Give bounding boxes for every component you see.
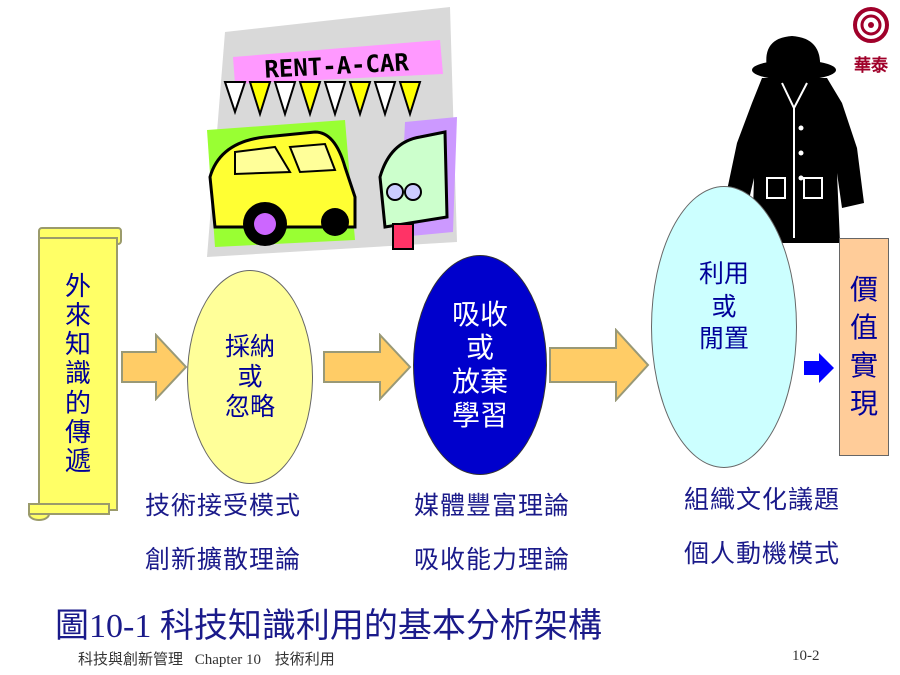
source-char: 知 [64, 330, 91, 361]
result-char: 實 [849, 349, 878, 382]
result-char: 值 [849, 311, 878, 345]
footer-topic: 技術利用 [274, 652, 335, 668]
stage3-line: 或 [711, 291, 737, 321]
stage2-oval: 吸收 或 放棄 學習 [413, 255, 547, 475]
stage1-line: 或 [237, 362, 263, 391]
figure-caption: 圖10-1 科技知識利用的基本分析架構 [55, 598, 602, 647]
flow-arrow-2 [323, 333, 412, 401]
stage2-line: 學習 [451, 398, 508, 432]
footer-chapter: Chapter 10 [194, 652, 261, 668]
flow-arrow-3 [549, 328, 650, 402]
raincoat-clipart [725, 36, 864, 243]
figure-caption-prefix: 圖10-1 [55, 608, 160, 645]
logo: 華泰 [846, 5, 896, 76]
stage1-oval: 採納 或 忽略 [187, 270, 313, 484]
source-char: 外 [64, 272, 91, 303]
stage3-line: 閒置 [698, 324, 749, 354]
source-char: 的 [64, 388, 91, 419]
logo-text: 華泰 [854, 56, 888, 76]
stage1-line: 忽略 [224, 392, 275, 421]
result-char: 價 [849, 273, 878, 307]
stage3-line: 利用 [698, 259, 749, 289]
stage2-line: 吸收 [451, 297, 508, 331]
figure-caption-title: 科技知識利用的基本分析架構 [159, 606, 602, 646]
source-char: 傳 [64, 417, 91, 448]
source-scroll [28, 227, 122, 521]
stage2-line: 或 [465, 331, 494, 365]
rent-a-car-clipart: RENT-A-CAR [207, 7, 457, 257]
result-box: 價 值 實 現 [839, 238, 889, 456]
footer: 科技與創新管理 Chapter 10 技術利用 [78, 648, 335, 669]
stage3-oval: 利用 或 閒置 [651, 186, 797, 468]
source-char: 遞 [64, 446, 91, 477]
logo-emblem-icon [853, 7, 889, 43]
stage2-theory: 媒體豐富理論 [414, 491, 571, 520]
source-char: 來 [64, 301, 91, 332]
source-box-label: 外 來 知 識 的 傳 遞 [42, 240, 114, 510]
stage2-line: 放棄 [451, 365, 508, 398]
flow-arrow-4 [804, 353, 834, 383]
result-char: 現 [849, 386, 878, 420]
source-char: 識 [64, 359, 91, 390]
footer-page-number: 10-2 [792, 648, 820, 664]
stage1-theory: 創新擴散理論 [145, 545, 302, 574]
stage1-theory: 技術接受模式 [145, 491, 302, 520]
stage3-theory: 個人動機模式 [684, 539, 841, 568]
stage1-line: 採納 [224, 332, 275, 361]
flow-arrow-1 [121, 333, 188, 401]
footer-course: 科技與創新管理 [78, 652, 184, 668]
stage3-theory: 組織文化議題 [684, 485, 841, 514]
stage2-theory: 吸收能力理論 [414, 545, 571, 574]
